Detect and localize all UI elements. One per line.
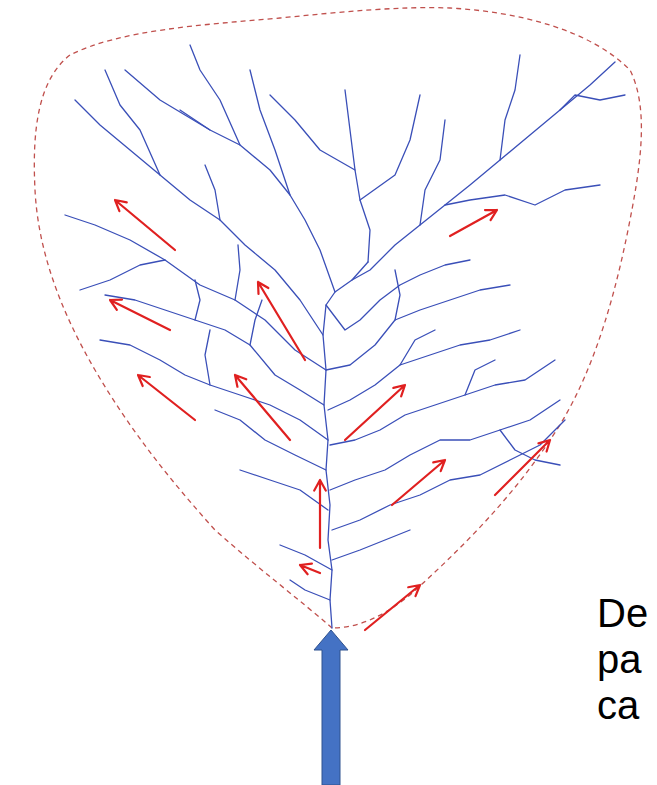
flow-arrow <box>495 440 550 495</box>
flow-arrow <box>365 585 420 630</box>
flow-arrow <box>110 300 170 330</box>
flow-arrow <box>314 480 326 548</box>
river-network <box>65 45 625 628</box>
flow-arrow <box>392 460 445 505</box>
cut-off-text: ca <box>597 682 639 728</box>
outlet-arrow <box>314 630 348 785</box>
flow-arrow <box>115 200 175 250</box>
flow-arrow <box>258 282 305 360</box>
flow-arrow <box>450 210 497 236</box>
flow-arrow <box>300 564 320 575</box>
flow-arrow <box>138 375 195 420</box>
flow-arrows <box>110 200 550 630</box>
cut-off-text: De <box>597 590 648 636</box>
flow-arrow <box>235 375 290 440</box>
flow-arrow <box>345 385 405 440</box>
watershed-divide <box>34 8 641 628</box>
cut-off-text: pa <box>597 636 642 682</box>
